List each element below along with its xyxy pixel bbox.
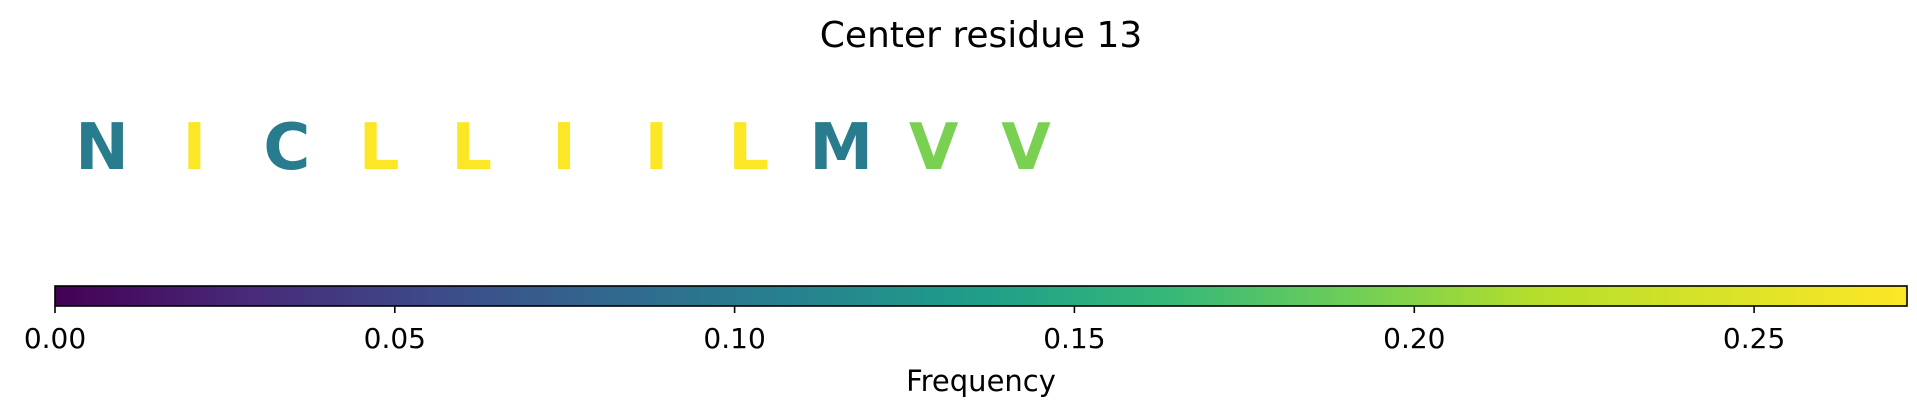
residue-letter: V [909,111,959,185]
colorbar [54,285,1908,307]
residue-letter: V [1001,111,1051,185]
residue-letter: I [644,111,668,185]
colorbar-tick-label: 0.20 [1383,322,1445,355]
colorbar-label: Frequency [906,364,1056,398]
residue-letter: L [728,111,769,185]
residue-letter: I [182,111,206,185]
residue-letter: L [359,111,400,185]
colorbar-tick-label: 0.10 [703,322,765,355]
chart-title: Center residue 13 [820,15,1143,56]
residue-letter: L [451,111,492,185]
residue-letter: N [75,111,129,185]
residue-letter: I [552,111,576,185]
colorbar-tick-label: 0.15 [1043,322,1105,355]
colorbar-tick-label: 0.00 [24,322,86,355]
residue-letter: M [809,111,873,185]
colorbar-ticks: 0.00 0.05 0.10 0.15 0.20 0.25 [24,306,1785,355]
colorbar-tick-label: 0.25 [1723,322,1785,355]
colorbar-tick-label: 0.05 [364,322,426,355]
colorbar-frame [54,285,1908,307]
residue-letter: C [263,111,310,185]
colorbar-gradient [55,286,1907,306]
